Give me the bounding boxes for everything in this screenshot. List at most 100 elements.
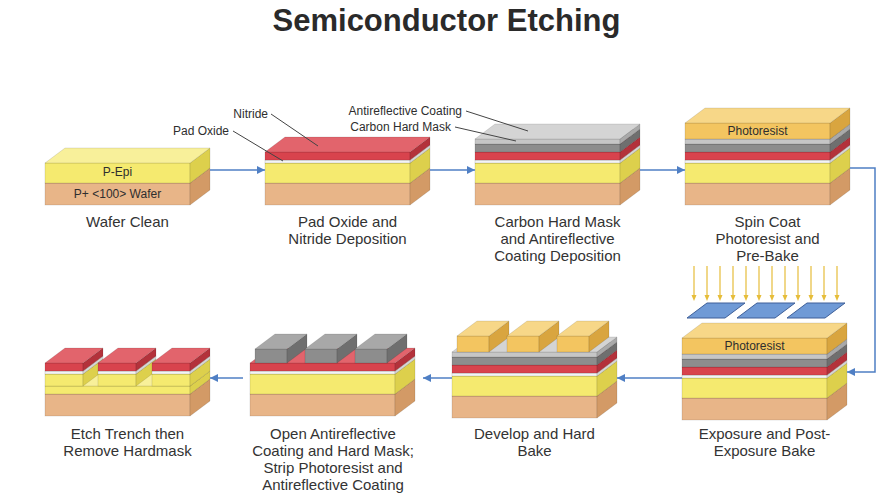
layer-label: Photoresist	[685, 124, 830, 138]
layer-label: P-Epi	[45, 165, 190, 179]
layer-front	[452, 352, 597, 357]
layer-label: P+ <100> Wafer	[45, 187, 190, 201]
step-caption: Open Antireflective Coating and Hard Mas…	[245, 425, 421, 493]
step-caption: Etch Trench then Remove Hardmask	[58, 425, 198, 459]
layer-front	[682, 378, 827, 398]
layer-front	[45, 386, 190, 394]
exposure-ray	[784, 266, 785, 296]
exposure-ray-head	[718, 295, 723, 301]
layer-front	[685, 139, 830, 144]
layer-front	[355, 349, 387, 363]
layer-label: Photoresist	[682, 339, 827, 353]
layer-front	[305, 349, 337, 363]
flow-arrow	[210, 166, 265, 174]
layer-label: Antireflective Coating	[349, 104, 462, 118]
step-caption: Spin Coat Photoresist and Pre-Bake	[703, 213, 833, 264]
exposure-ray-head	[744, 295, 749, 301]
layer-top	[685, 108, 850, 123]
layer-front	[475, 183, 620, 205]
layer-front	[475, 163, 620, 183]
layer-front	[682, 375, 827, 378]
layer-top	[152, 348, 210, 363]
layer-front	[685, 160, 830, 163]
exposure-ray-head	[731, 295, 736, 301]
layer-top	[682, 360, 847, 375]
flow-arrow	[640, 166, 685, 174]
flow-arrow	[847, 168, 875, 376]
layer-label: Nitride	[233, 107, 268, 121]
layer-top	[45, 348, 103, 363]
layer-top	[45, 148, 210, 163]
exposure-ray-head	[757, 295, 762, 301]
layer-front	[45, 363, 83, 371]
layer-top	[557, 321, 609, 336]
layer-top	[255, 334, 307, 349]
layer-front	[685, 144, 830, 152]
layer-front	[45, 374, 83, 386]
layer-top	[682, 339, 847, 354]
layer-front	[45, 371, 83, 374]
exposure-ray-head	[783, 295, 788, 301]
arrow-head	[210, 374, 218, 382]
process-step: Develop and Hard Bake	[452, 325, 617, 459]
step-caption: Exposure and Post-Exposure Bake	[695, 425, 835, 459]
wafer-stacks	[45, 108, 850, 420]
layer-top	[475, 124, 640, 139]
step-caption: Carbon Hard Mask and Antireflective Coat…	[483, 213, 633, 264]
layer-front	[45, 394, 190, 416]
arrow-head	[467, 166, 475, 174]
layer-top	[98, 348, 156, 363]
arrow-head	[677, 166, 685, 174]
arrow-head	[257, 166, 265, 174]
process-step: Open Antireflective Coating and Hard Mas…	[243, 330, 423, 493]
flow-line	[847, 168, 875, 372]
layer-top	[457, 321, 509, 336]
layer-front	[250, 371, 395, 374]
exposure-ray	[745, 266, 746, 296]
layer-front	[475, 152, 620, 160]
layer-front	[507, 336, 539, 352]
leader-line	[233, 131, 283, 161]
layer-front	[452, 357, 597, 365]
layer-front	[152, 363, 190, 371]
layer-front	[475, 139, 620, 144]
layer-front	[265, 152, 410, 160]
exposure-ray	[836, 266, 837, 296]
leader-line	[466, 111, 528, 131]
layer-front	[682, 359, 827, 367]
layer-front	[152, 374, 190, 386]
flow-arrow	[210, 374, 243, 382]
layer-front	[685, 183, 830, 205]
process-step: Etch Trench then Remove Hardmask	[45, 335, 210, 459]
layer-front	[682, 367, 827, 375]
layer-front	[452, 373, 597, 376]
layer-front	[250, 363, 395, 371]
photomask-plate	[687, 303, 745, 318]
layer-front	[685, 163, 830, 183]
layer-front	[452, 365, 597, 373]
step-caption: Wafer Clean	[53, 213, 203, 230]
layer-top	[507, 321, 559, 336]
exposure-ray	[758, 266, 759, 296]
layer-top	[475, 145, 640, 160]
layer-front	[682, 398, 827, 420]
layer-label: Carbon Hard Mask	[350, 120, 451, 134]
exposure-ray-head	[770, 295, 775, 301]
exposure-ray	[823, 266, 824, 296]
layer-front	[250, 394, 395, 416]
exposure-ray-head	[809, 295, 814, 301]
layer-top	[305, 334, 357, 349]
exposure-ray	[706, 266, 707, 296]
layer-front	[265, 163, 410, 183]
arrow-head	[423, 374, 431, 382]
exposure-ray-head	[692, 295, 697, 301]
layer-front	[152, 371, 190, 374]
exposure-ray-head	[796, 295, 801, 301]
layer-top	[452, 358, 617, 373]
layer-front	[475, 144, 620, 152]
layer-top	[45, 371, 210, 386]
leader-line	[271, 114, 318, 146]
layer-front	[452, 396, 597, 418]
exposure-ray	[771, 266, 772, 296]
exposure-ray	[693, 266, 694, 296]
